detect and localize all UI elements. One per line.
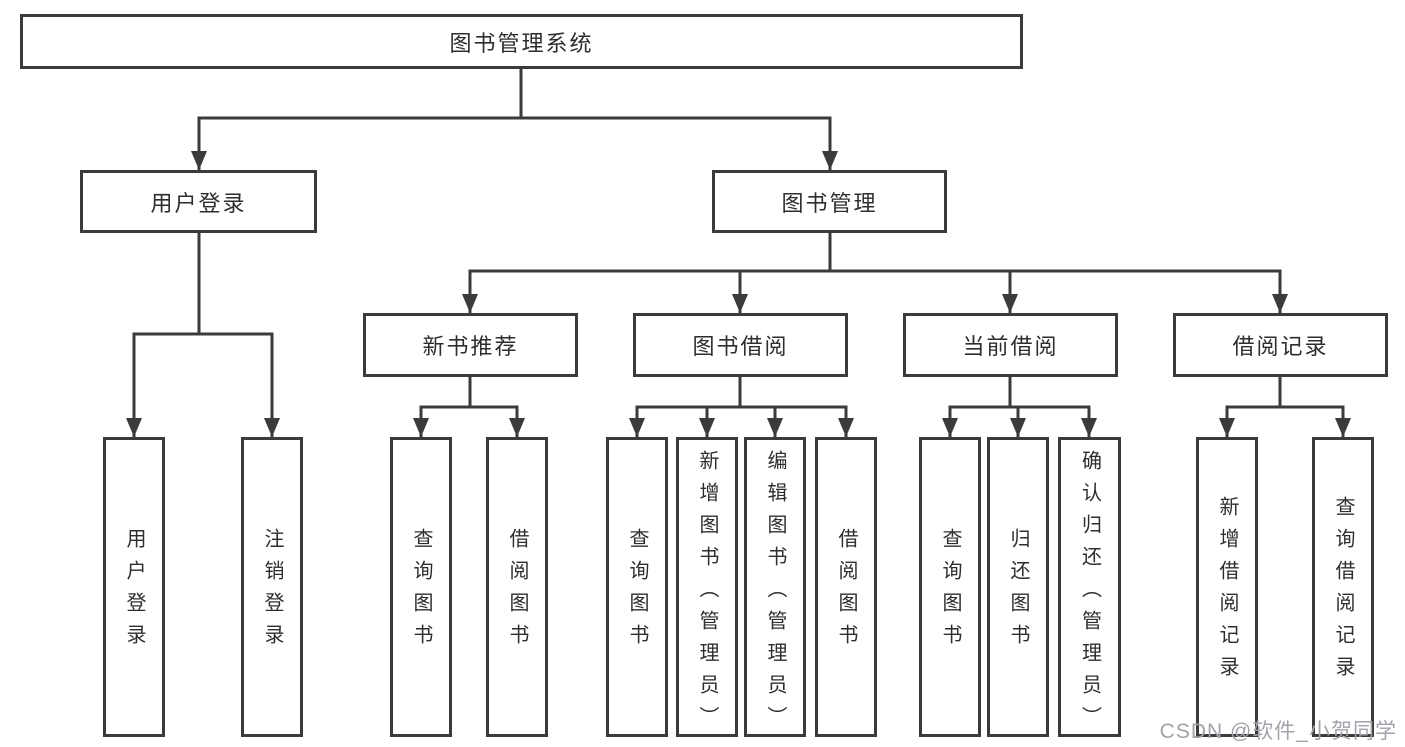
connector-root-to-user-login (191, 69, 523, 170)
node-leaf-query-books-borrowing: 查询图书 (606, 437, 668, 737)
connector-mgmt-to-recommend (462, 233, 832, 313)
node-borrowing-records: 借阅记录 (1173, 313, 1388, 377)
node-leaf-query-borrow-record-label: 查询借阅记录 (1332, 496, 1354, 688)
csdn-watermark: CSDN @软件_小贺同学 (1159, 720, 1397, 743)
node-leaf-add-book-admin: 新增图书（管理员） (676, 437, 738, 738)
connector-user-login-to-login (126, 233, 201, 437)
node-leaf-add-book-admin-label: 新增图书（管理员） (696, 450, 718, 738)
connector-mgmt-to-current (828, 233, 1018, 313)
node-leaf-add-borrow-record: 新增借阅记录 (1196, 437, 1258, 737)
node-leaf-return-books-label: 归还图书 (1007, 528, 1029, 656)
node-user-login-label: 用户登录 (150, 190, 247, 216)
connector-records-to-query (1278, 377, 1351, 437)
node-leaf-confirm-return-admin: 确认归还（管理员） (1058, 437, 1121, 738)
connector-borrowing-to-borrow (738, 377, 854, 437)
node-library-management-system: 图书管理系统 (20, 14, 1023, 69)
node-book-management-label: 图书管理 (781, 190, 878, 216)
node-book-management: 图书管理 (712, 170, 947, 233)
node-leaf-return-books: 归还图书 (987, 437, 1049, 737)
node-user-login: 用户登录 (80, 170, 317, 233)
connector-recommend-to-borrow (468, 377, 525, 437)
node-borrowing-records-label: 借阅记录 (1232, 334, 1329, 359)
connector-mgmt-to-borrowing (732, 233, 832, 313)
node-leaf-logout-label: 注销登录 (261, 528, 283, 656)
node-leaf-edit-book-admin: 编辑图书（管理员） (744, 437, 806, 738)
connector-records-to-add (1219, 377, 1282, 437)
node-book-borrowing-label: 图书借阅 (692, 334, 789, 359)
connector-borrowing-to-add (699, 377, 742, 437)
node-current-borrowing: 当前借阅 (903, 313, 1118, 377)
node-leaf-query-borrow-record: 查询借阅记录 (1312, 437, 1374, 737)
connector-recommend-to-query (413, 377, 472, 437)
node-leaf-query-books-current: 查询图书 (919, 437, 981, 737)
node-library-management-system-label: 图书管理系统 (449, 30, 594, 56)
node-leaf-user-login: 用户登录 (103, 437, 165, 737)
node-leaf-borrow-books-recommend-label: 借阅图书 (506, 528, 528, 656)
node-leaf-borrow-books-borrowing-label: 借阅图书 (835, 528, 857, 656)
node-leaf-confirm-return-admin-label: 确认归还（管理员） (1078, 450, 1101, 738)
node-new-book-recommendation-label: 新书推荐 (422, 334, 519, 359)
connector-current-to-confirm (1008, 377, 1097, 437)
node-leaf-query-books-recommend-label: 查询图书 (410, 528, 432, 656)
node-current-borrowing-label: 当前借阅 (962, 334, 1059, 359)
connector-mgmt-to-records (828, 233, 1288, 313)
connector-user-login-to-logout (197, 233, 280, 437)
node-leaf-user-login-label: 用户登录 (123, 528, 145, 656)
node-leaf-borrow-books-borrowing: 借阅图书 (815, 437, 877, 737)
node-leaf-query-books-recommend: 查询图书 (390, 437, 452, 737)
node-leaf-edit-book-admin-label: 编辑图书（管理员） (764, 450, 786, 738)
node-leaf-query-books-current-label: 查询图书 (939, 528, 961, 656)
node-book-borrowing: 图书借阅 (633, 313, 848, 377)
node-leaf-logout: 注销登录 (241, 437, 303, 737)
node-leaf-borrow-books-recommend: 借阅图书 (486, 437, 548, 737)
node-leaf-query-books-borrowing-label: 查询图书 (626, 528, 648, 656)
connector-root-to-book-management (519, 69, 838, 170)
node-new-book-recommendation: 新书推荐 (363, 313, 578, 377)
node-leaf-add-borrow-record-label: 新增借阅记录 (1216, 496, 1238, 688)
connector-current-to-query (942, 377, 1012, 437)
